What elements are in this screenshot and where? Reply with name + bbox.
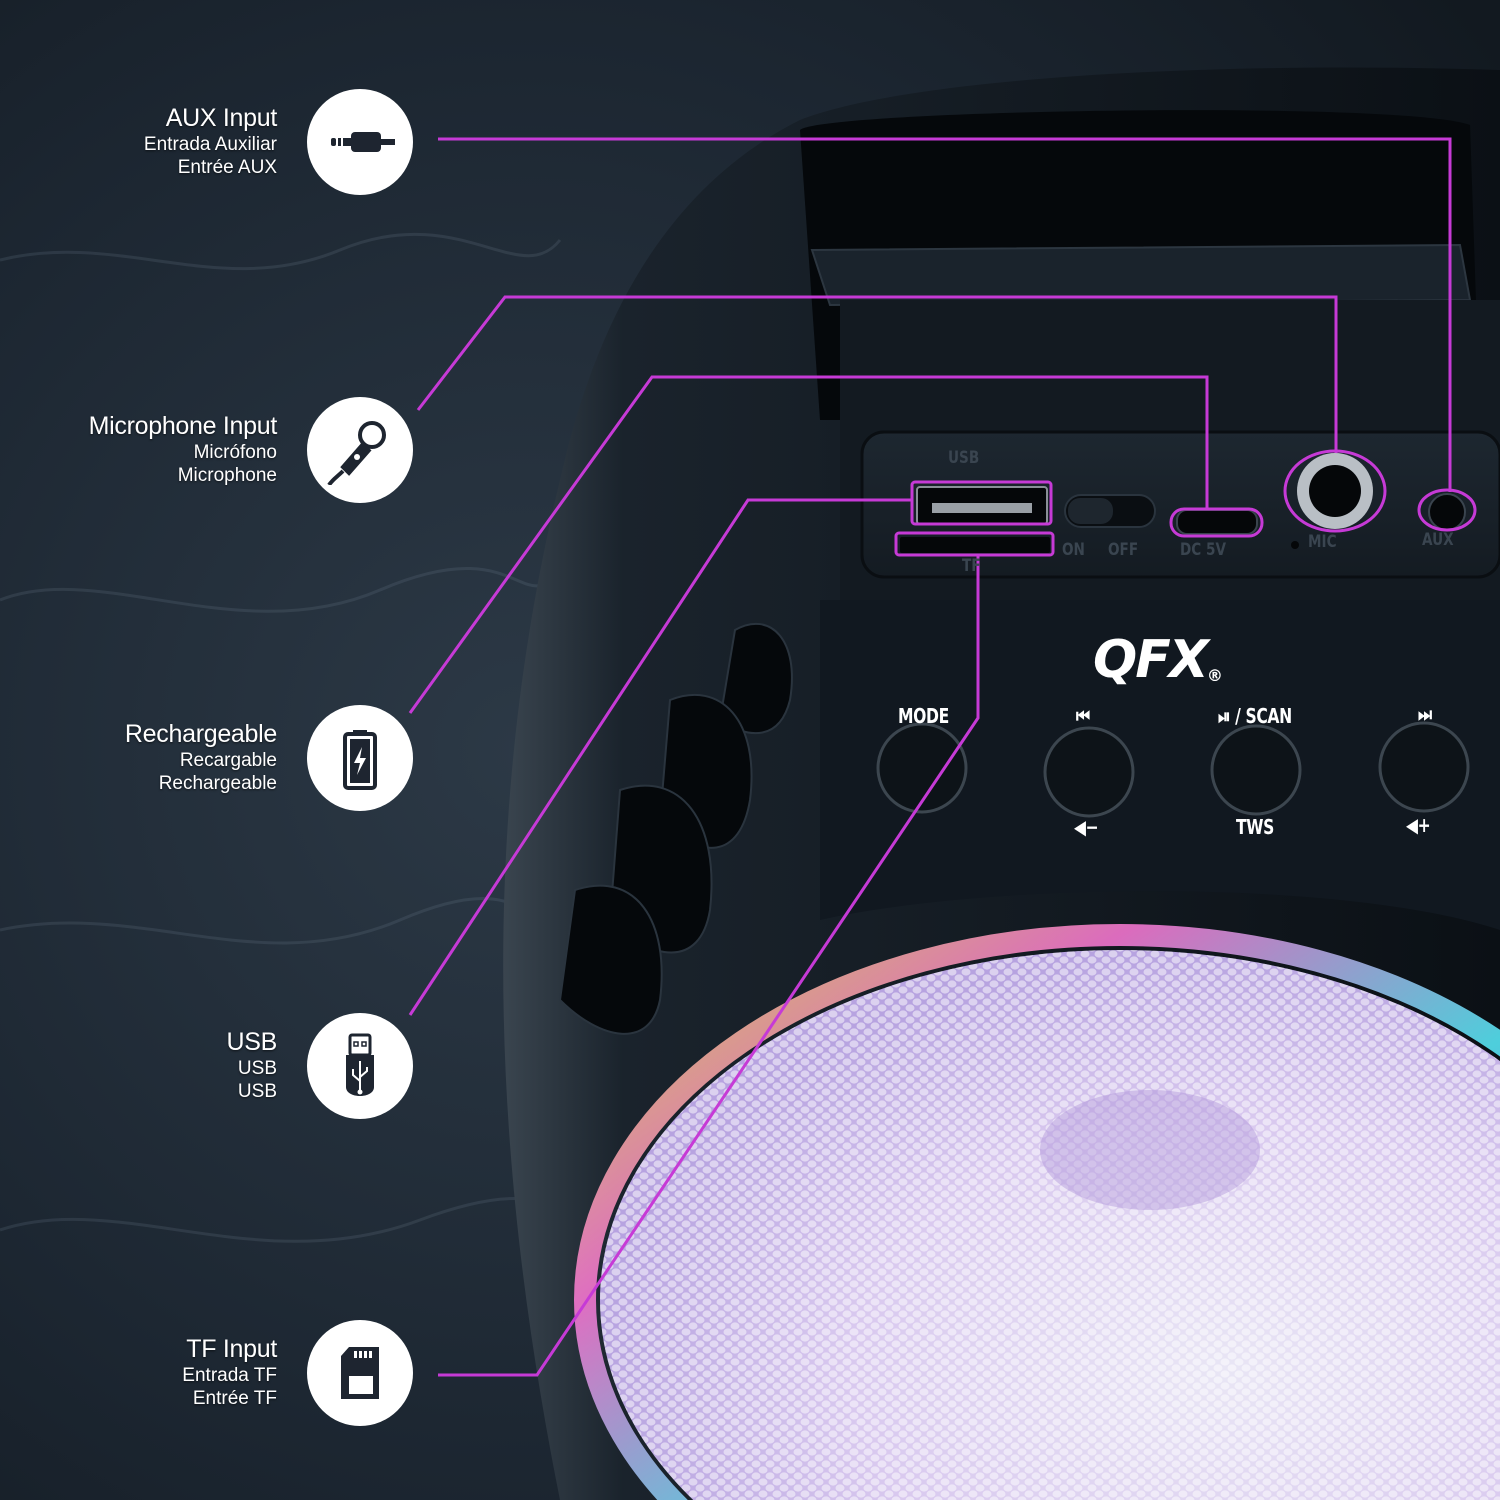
- aux-port-label: AUX: [1422, 530, 1454, 550]
- battery-charging-icon: [307, 705, 413, 811]
- feature-aux-input: AUX Input Entrada Auxiliar Entrée AUX: [0, 89, 420, 199]
- next-button-label: ⏭: [1418, 702, 1432, 726]
- feature-title: Rechargeable: [124, 720, 277, 748]
- feature-usb: USB USB USB: [0, 1013, 420, 1123]
- feature-title: AUX Input: [165, 104, 278, 132]
- mic-port-label: MIC: [1308, 532, 1337, 552]
- dc-5v-label: DC 5V: [1180, 540, 1226, 560]
- play-scan-button-label: ⏯ / SCAN: [1218, 704, 1292, 728]
- feature-french: USB: [237, 1081, 277, 1102]
- tf-port-label: TF: [962, 556, 981, 576]
- qfx-logo: QFX®: [1093, 630, 1223, 690]
- feature-french: Entrée TF: [192, 1388, 277, 1409]
- usb-port-label: USB: [948, 448, 980, 468]
- feature-microphone-input: Microphone Input Micrófono Microphone: [0, 397, 420, 507]
- feature-spanish: Entrada Auxiliar: [143, 134, 277, 155]
- feature-french: Microphone: [177, 465, 277, 486]
- feature-spanish: Micrófono: [193, 442, 277, 463]
- feature-spanish: USB: [237, 1058, 277, 1079]
- usb-drive-icon: [307, 1013, 413, 1119]
- feature-rechargeable: Rechargeable Recargable Rechargeable: [0, 705, 420, 815]
- tws-label: TWS: [1236, 815, 1274, 839]
- feature-title: TF Input: [186, 1335, 277, 1363]
- mode-button-label: MODE: [898, 704, 949, 728]
- feature-title: Microphone Input: [88, 412, 278, 440]
- feature-title: USB: [226, 1028, 277, 1056]
- aux-jack-icon: [307, 89, 413, 195]
- switch-off-label: OFF: [1108, 540, 1139, 560]
- feature-spanish: Entrada TF: [182, 1365, 277, 1386]
- sd-card-icon: [307, 1320, 413, 1426]
- feature-french: Rechargeable: [158, 773, 277, 794]
- microphone-icon: [307, 397, 413, 503]
- volume-down-label: ◀−: [1074, 815, 1099, 839]
- prev-button-label: ⏮: [1076, 704, 1090, 728]
- feature-tf-input: TF Input Entrada TF Entrée TF: [0, 1320, 420, 1430]
- volume-up-label: ◀+: [1406, 813, 1431, 837]
- callout-lines: [408, 137, 1477, 1377]
- feature-spanish: Recargable: [179, 750, 277, 771]
- switch-on-label: ON: [1062, 540, 1085, 560]
- feature-french: Entrée AUX: [177, 157, 277, 178]
